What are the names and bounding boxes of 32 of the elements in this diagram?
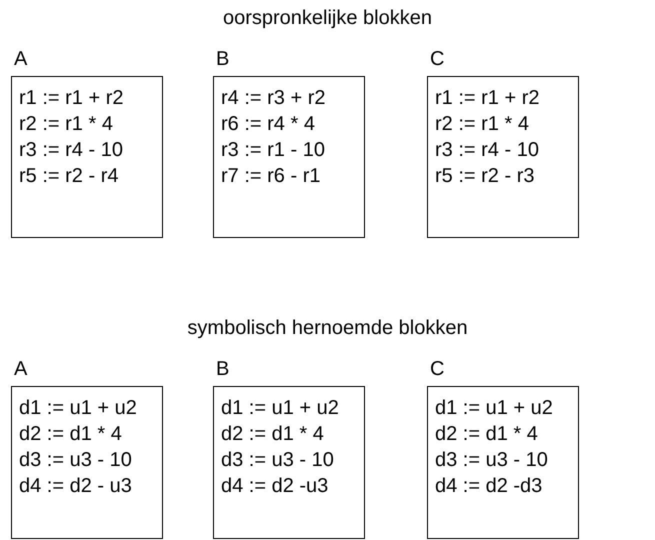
code-line: r5 := r2 - r4 [19,164,120,189]
code-line: r7 := r6 - r1 [221,164,322,189]
section-heading: symbolisch hernoemde blokken [187,316,468,341]
code-line: r4 := r3 + r2 [221,86,326,111]
block-label: A [14,47,28,72]
code-line: r6 := r4 * 4 [221,112,316,137]
code-line: r3 := r4 - 10 [435,138,540,163]
code-line: d1 := u1 + u2 [435,396,554,421]
code-line: r1 := r1 + r2 [19,86,124,111]
block-label: B [216,357,230,382]
code-line: d4 := d2 -d3 [435,474,544,499]
code-line: d3 := u3 - 10 [19,448,133,473]
code-line: d2 := d1 * 4 [221,422,325,447]
code-line: d4 := d2 - u3 [19,474,133,499]
code-line: r3 := r4 - 10 [19,138,124,163]
block-label: C [430,47,444,72]
code-line: r5 := r2 - r3 [435,164,536,189]
code-line: d4 := d2 -u3 [221,474,330,499]
block-label: C [430,357,444,382]
code-line: r3 := r1 - 10 [221,138,326,163]
code-line: d1 := u1 + u2 [221,396,340,421]
code-line: r2 := r1 * 4 [19,112,114,137]
code-line: d3 := u3 - 10 [435,448,549,473]
block-label: B [216,47,230,72]
code-line: d1 := u1 + u2 [19,396,138,421]
block-label: A [14,357,28,382]
code-line: d2 := d1 * 4 [19,422,123,447]
code-line: d3 := u3 - 10 [221,448,335,473]
section-heading: oorspronkelijke blokken [222,6,432,31]
code-line: r2 := r1 * 4 [435,112,530,137]
code-line: d2 := d1 * 4 [435,422,539,447]
code-line: r1 := r1 + r2 [435,86,540,111]
